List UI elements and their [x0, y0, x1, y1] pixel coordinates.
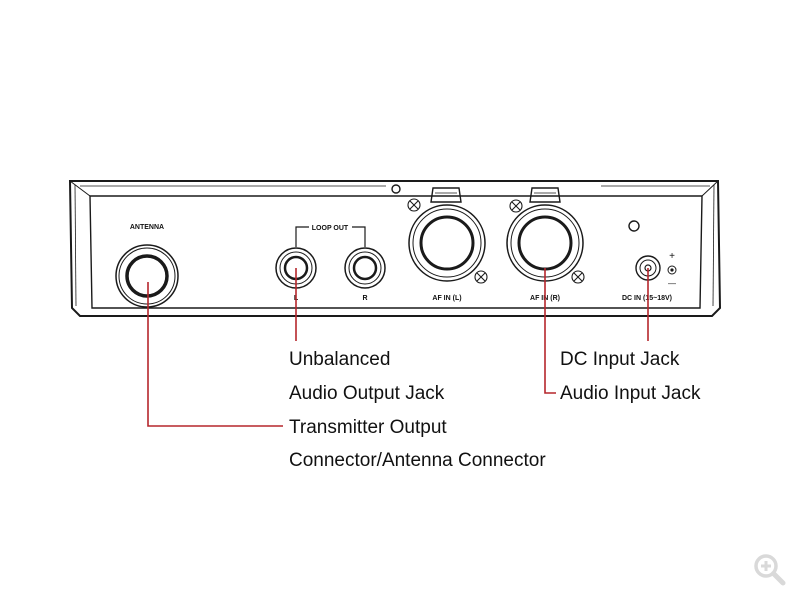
loop-out-label: LOOP OUT: [312, 225, 349, 232]
callout-transmitter-line2: Connector/Antenna Connector: [289, 450, 546, 471]
callout-dc-input: DC Input Jack: [560, 349, 680, 370]
af-in-l-screw-bottom-icon: [474, 270, 488, 284]
loop-out-r-label: R: [362, 295, 367, 302]
callout-unbalanced-line1: Unbalanced: [289, 349, 391, 370]
dc-polarity-dot-icon: [667, 265, 677, 275]
antenna-label: ANTENNA: [130, 224, 164, 231]
af-in-l-label: AF IN (L): [432, 295, 461, 302]
leader-antenna: [147, 282, 283, 427]
leader-lines: [147, 268, 649, 427]
callout-unbalanced-line2: Audio Output Jack: [289, 383, 445, 404]
af-in-r-screw-bottom-icon: [571, 270, 585, 284]
af-in-r-screw-top-icon: [509, 199, 523, 213]
zoom-in-button[interactable]: [752, 552, 786, 586]
af-in-r-xlr-connector: [506, 187, 584, 282]
zoom-in-icon: [754, 554, 786, 586]
dc-minus-label: —: [668, 279, 676, 288]
leader-audio-input: [544, 268, 556, 394]
dc-plus-label: +: [669, 251, 675, 262]
antenna-connector: [115, 244, 179, 308]
mounting-hole: [391, 184, 401, 194]
status-led: [628, 220, 640, 232]
dc-in-label: DC IN (15~18V): [622, 295, 672, 302]
callout-audio-input: Audio Input Jack: [560, 383, 701, 404]
af-in-l-screw-top-icon: [407, 198, 421, 212]
af-in-l-xlr-connector: [408, 187, 486, 282]
callout-transmitter-line1: Transmitter Output: [289, 417, 447, 438]
device-body: [68, 180, 722, 317]
loop-out-r-jack: [344, 247, 386, 289]
loop-out-bracket: [295, 226, 366, 247]
